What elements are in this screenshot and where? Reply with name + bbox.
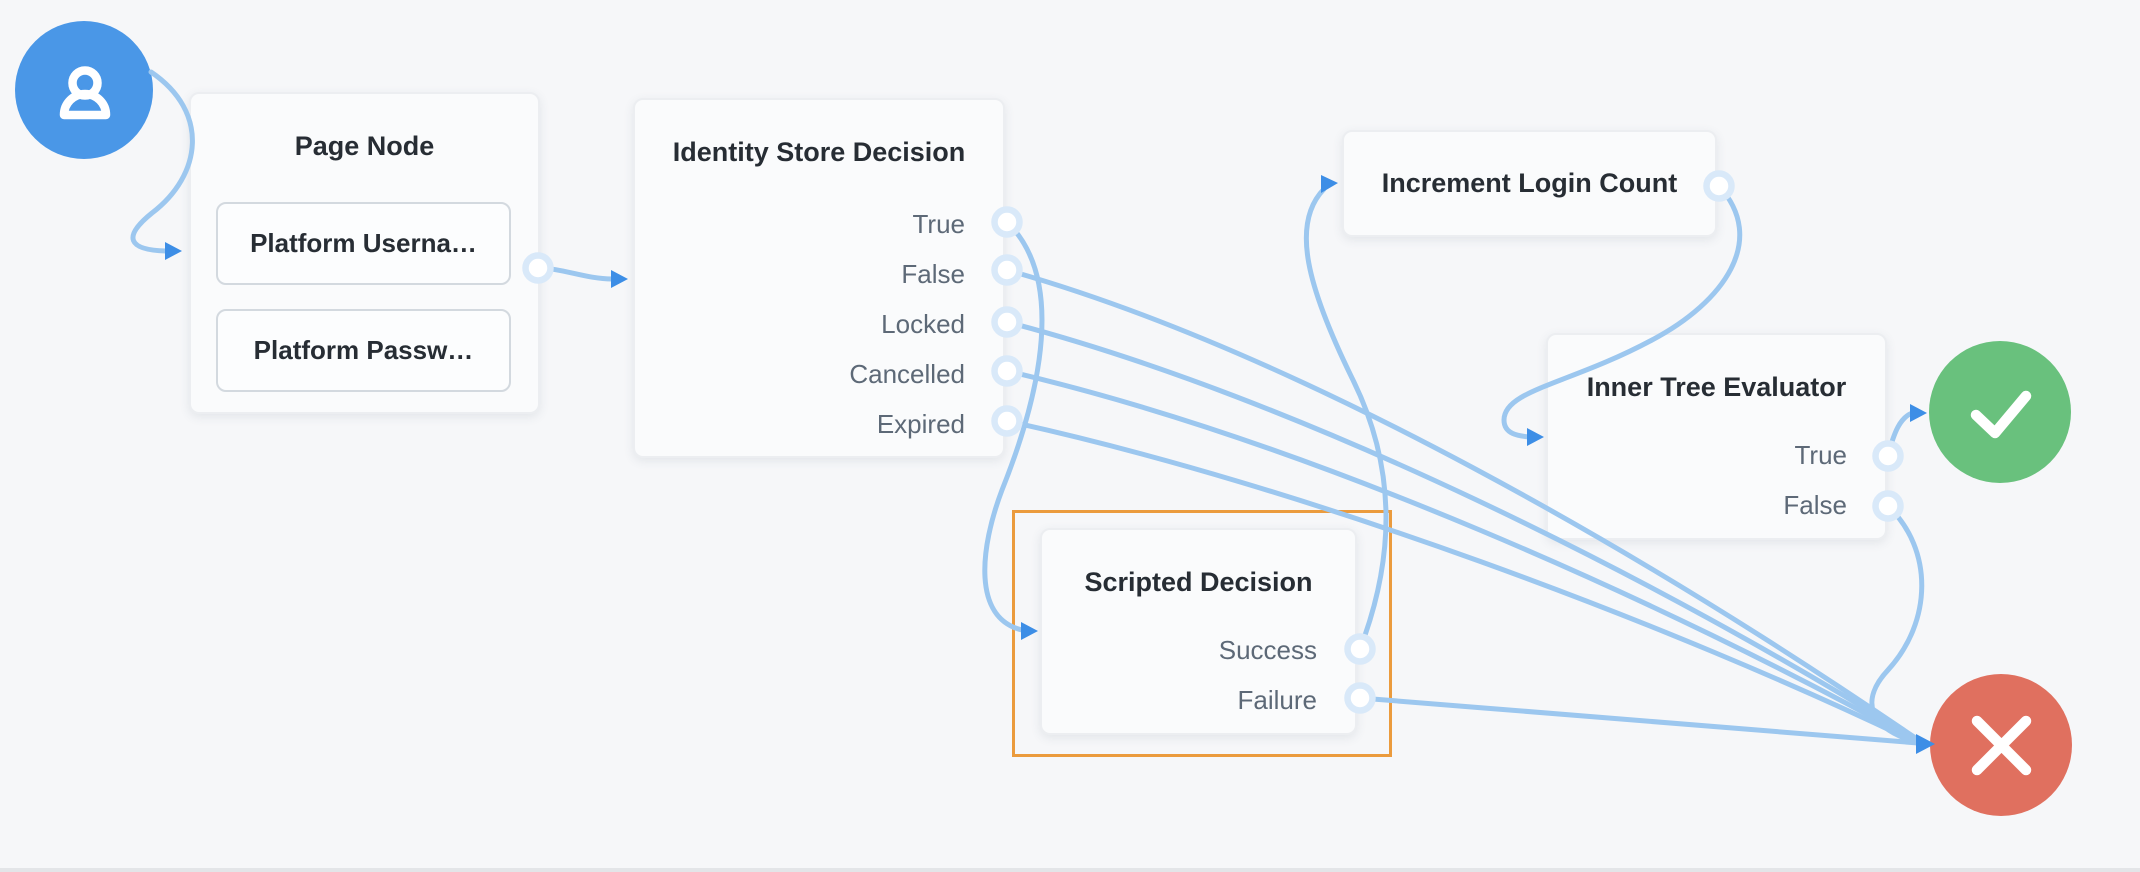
user-icon [59,66,111,120]
subnode-platform-username[interactable]: Platform Userna… [216,202,511,285]
node-inner-tree-evaluator[interactable]: Inner Tree Evaluator True False [1546,333,1887,540]
node-page-node[interactable]: Page Node Platform Userna… Platform Pass… [189,92,540,414]
node-title: Inner Tree Evaluator [1586,372,1847,402]
arrowhead [1527,428,1544,446]
outcome-failure: Failure [1237,684,1317,715]
edge-ite-false-to-failure [1869,503,1925,745]
arrowhead [1910,404,1927,422]
node-title: Increment Login Count [1381,168,1678,198]
check-icon [1970,390,2032,439]
arrowhead [1321,175,1338,193]
outcome-success: Success [1218,634,1317,665]
node-title: Page Node [294,131,435,161]
x-icon [1971,715,2032,776]
edge-page-node-to-isd [535,265,615,282]
node-title: Identity Store Decision [672,137,966,167]
outcome-true: True [1794,439,1848,470]
node-identity-store-decision[interactable]: Identity Store Decision True False Locke… [633,98,1005,458]
arrowhead [611,270,628,288]
success-node[interactable] [1929,341,2071,483]
outcome-expired: Expired [876,408,965,439]
edge-scripted-failure-to-failure [1357,695,1921,746]
edge-ite-true-to-success [1885,410,1915,459]
subnode-label: Platform Userna… [250,228,477,258]
node-title: Scripted Decision [1084,567,1313,597]
arrowhead [165,242,182,260]
node-increment-login-count[interactable]: Increment Login Count [1342,130,1717,237]
outcome-cancelled: Cancelled [849,358,965,389]
node-scripted-decision[interactable]: Scripted Decision Success Failure [1040,528,1357,735]
subnode-label: Platform Passw… [253,335,474,365]
outcome-locked: Locked [881,308,965,339]
outcome-true: True [912,208,966,239]
outcome-false: False [901,258,965,289]
subnode-platform-password[interactable]: Platform Passw… [216,309,511,392]
start-node[interactable] [15,21,153,159]
outcome-false: False [1783,489,1847,520]
failure-node[interactable] [1930,674,2072,816]
